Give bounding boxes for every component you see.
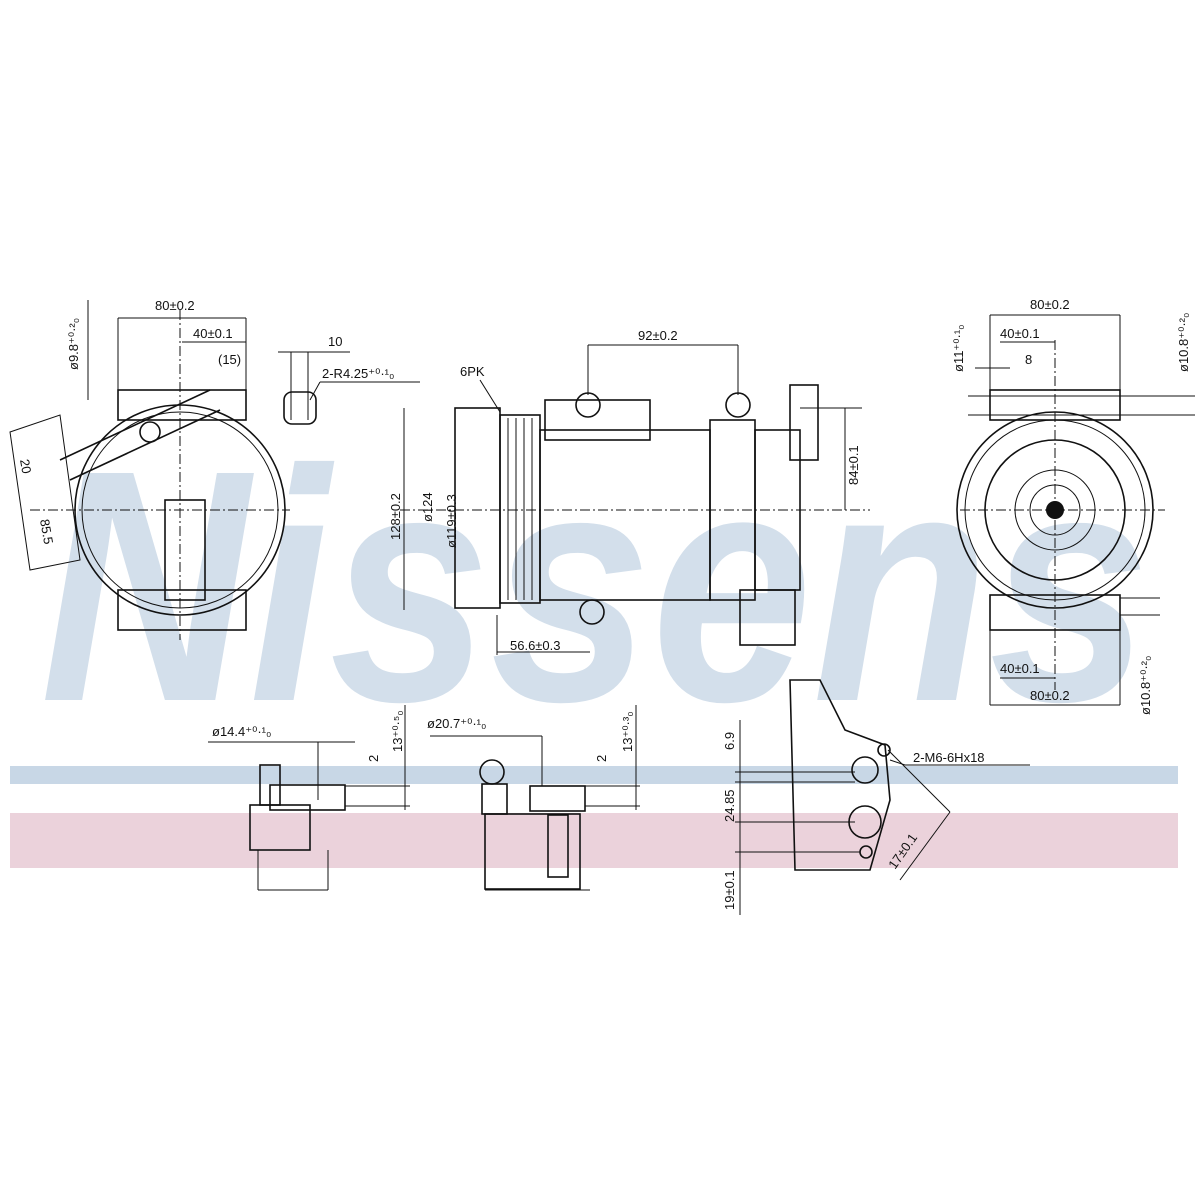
dim-thread: 2-M6-6Hx18 (913, 750, 985, 765)
dim-124: ø124 (420, 492, 435, 522)
port-detail-1: ø14.4⁺⁰·¹₀ 13⁺⁰·⁵₀ 2 (208, 705, 410, 891)
port-detail-2: ø20.7⁺⁰·¹₀ 13⁺⁰·³₀ 2 (427, 705, 640, 891)
dim-2485: 24.85 (722, 789, 737, 822)
dim-69: 6.9 (722, 732, 737, 750)
dim-40: 40±0.1 (193, 326, 233, 341)
nissens-watermark: Nissens (40, 401, 1150, 770)
dim-bottom-80: 80±0.2 (1030, 688, 1070, 703)
dim-2-1: 2 (366, 755, 381, 762)
dim-80: 80±0.2 (155, 298, 195, 313)
dim-19: 19±0.1 (722, 870, 737, 910)
dim-hole-108-top: ø10.8⁺⁰·²₀ (1176, 313, 1191, 372)
dim-92: 92±0.2 (638, 328, 678, 343)
dim-15: (15) (218, 352, 241, 367)
side-view: 6PK 92±0.2 128±0.2 ø124 ø119±0.3 56.6±0.… (388, 328, 870, 655)
dim-119: ø119±0.3 (444, 494, 459, 548)
dim-hole-11: ø11⁺⁰·¹₀ (951, 324, 966, 372)
dim-r425: 2-R4.25⁺⁰·¹₀ (322, 366, 394, 381)
dim-6pk: 6PK (460, 364, 485, 379)
dim-85: 85.5 (37, 518, 56, 546)
dim-d207: ø20.7⁺⁰·¹₀ (427, 716, 486, 731)
dim-13-2: 13⁺⁰·³₀ (620, 711, 635, 752)
left-end-view: 80±0.2 40±0.1 (15) ø9.8⁺⁰·²₀ 20 85.5 10 … (9, 298, 420, 640)
dim-84: 84±0.1 (846, 445, 861, 485)
dim-top-80: 80±0.2 (1030, 297, 1070, 312)
dim-128: 128±0.2 (388, 493, 403, 540)
dim-top-40: 40±0.1 (1000, 326, 1040, 341)
dim-8: 8 (1025, 352, 1032, 367)
dim-20: 20 (17, 458, 34, 475)
dim-bottom-40: 40±0.1 (1000, 661, 1040, 676)
front-view: 80±0.2 40±0.1 8 ø11⁺⁰·¹₀ ø10.8⁺⁰·²₀ 40±0… (951, 297, 1195, 715)
dim-10: 10 (328, 334, 342, 349)
dim-hole-108-bottom: ø10.8⁺⁰·²₀ (1138, 656, 1153, 715)
dim-56: 56.6±0.3 (510, 638, 561, 653)
dim-2-2: 2 (594, 755, 609, 762)
pink-stripe (10, 813, 1178, 868)
dim-13-1: 13⁺⁰·⁵₀ (390, 710, 405, 752)
dim-d144: ø14.4⁺⁰·¹₀ (212, 724, 271, 739)
blue-stripe (10, 766, 1178, 784)
dim-hole: ø9.8⁺⁰·²₀ (66, 318, 81, 370)
